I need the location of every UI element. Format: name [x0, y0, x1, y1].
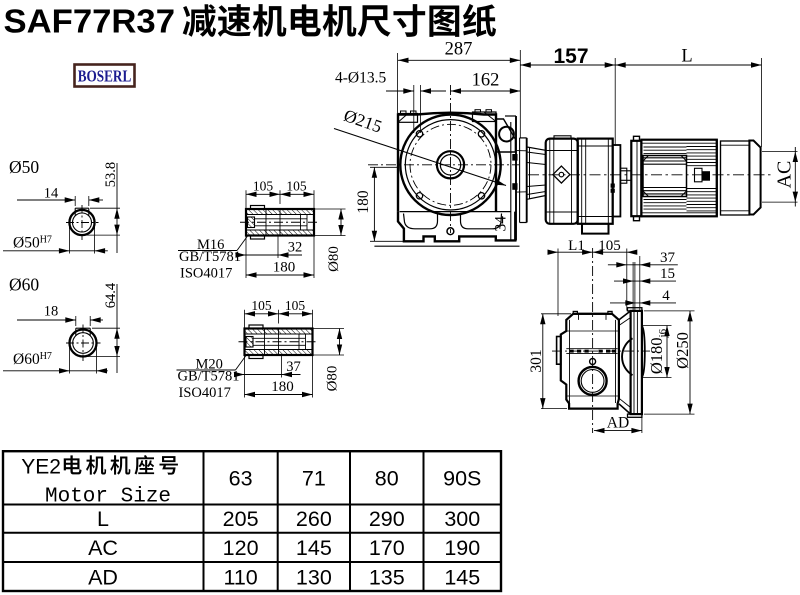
svg-text:190: 190: [444, 536, 480, 560]
svg-text:YE2: YE2: [21, 455, 61, 478]
svg-text:AD: AD: [88, 565, 118, 589]
svg-text:AC: AC: [774, 161, 796, 189]
svg-text:145: 145: [296, 536, 332, 560]
svg-text:110: 110: [223, 565, 257, 589]
svg-text:L: L: [97, 507, 109, 531]
svg-text:64.4: 64.4: [103, 282, 119, 308]
svg-text:ISO4017: ISO4017: [180, 265, 232, 281]
svg-text:Ø180j6: Ø180j6: [647, 328, 669, 374]
svg-text:M16: M16: [197, 237, 224, 253]
svg-text:205: 205: [223, 507, 259, 531]
svg-text:180: 180: [355, 190, 372, 214]
svg-text:15: 15: [660, 266, 675, 282]
svg-text:90S: 90S: [443, 466, 481, 490]
svg-text:Motor Size: Motor Size: [45, 486, 171, 509]
svg-text:4: 4: [662, 288, 670, 304]
svg-text:300: 300: [444, 507, 480, 531]
svg-text:AD: AD: [607, 415, 629, 432]
svg-text:L1: L1: [568, 238, 585, 254]
svg-text:80: 80: [375, 466, 399, 490]
svg-text:37: 37: [286, 359, 301, 375]
svg-text:162: 162: [472, 71, 500, 91]
svg-text:Ø50: Ø50: [9, 157, 39, 177]
svg-text:34: 34: [493, 216, 510, 232]
svg-text:BOSERL: BOSERL: [78, 67, 132, 86]
svg-text:105: 105: [285, 298, 306, 313]
svg-text:105: 105: [286, 179, 307, 194]
svg-text:M20: M20: [196, 357, 223, 373]
svg-text:Ø80: Ø80: [326, 246, 342, 272]
svg-text:120: 120: [223, 536, 259, 560]
svg-text:130: 130: [296, 565, 332, 589]
svg-text:Ø60: Ø60: [9, 275, 39, 295]
svg-text:ISO4017: ISO4017: [179, 385, 231, 401]
svg-text:4-Ø13.5: 4-Ø13.5: [335, 70, 386, 87]
svg-text:GB/T5781: GB/T5781: [178, 368, 240, 384]
svg-text:105: 105: [253, 179, 274, 194]
svg-text:135: 135: [369, 565, 405, 589]
svg-text:145: 145: [444, 565, 480, 589]
svg-text:18: 18: [44, 304, 59, 320]
svg-text:71: 71: [302, 466, 326, 490]
svg-text:AC: AC: [88, 536, 118, 560]
svg-text:14: 14: [44, 186, 59, 202]
svg-text:157: 157: [553, 45, 588, 68]
svg-text:301: 301: [528, 349, 545, 372]
svg-text:105: 105: [251, 298, 272, 313]
svg-text:63: 63: [229, 466, 253, 490]
svg-text:170: 170: [369, 536, 405, 560]
svg-text:37: 37: [660, 250, 676, 266]
svg-text:SAF77R37: SAF77R37: [4, 3, 176, 40]
svg-text:Ø80: Ø80: [325, 366, 341, 392]
svg-text:L: L: [681, 47, 692, 67]
svg-text:32: 32: [288, 240, 303, 256]
svg-text:GB/T5781: GB/T5781: [179, 249, 241, 265]
svg-text:260: 260: [296, 507, 332, 531]
svg-text:287: 287: [445, 40, 473, 60]
svg-text:53.8: 53.8: [103, 162, 119, 187]
svg-text:290: 290: [369, 507, 405, 531]
svg-text:180: 180: [271, 379, 294, 395]
svg-text:Ø250: Ø250: [673, 332, 692, 369]
svg-text:105: 105: [598, 238, 621, 254]
svg-text:180: 180: [273, 260, 296, 276]
